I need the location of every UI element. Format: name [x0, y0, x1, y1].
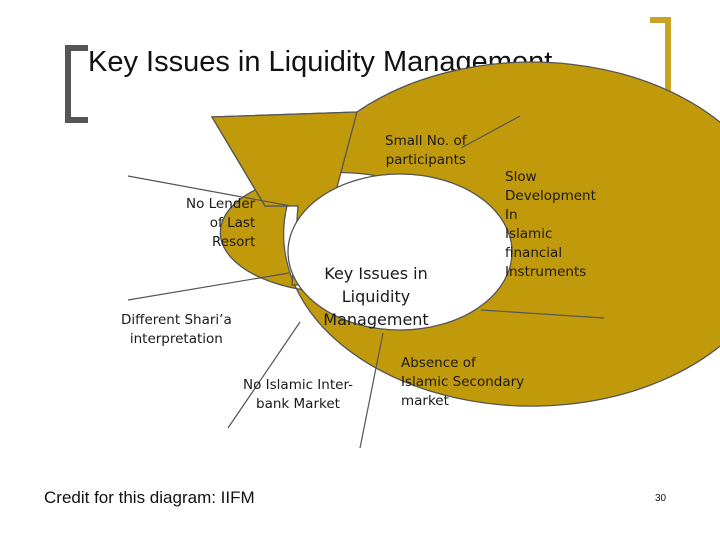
- segment-label-participants: Small No. of participants: [385, 133, 467, 168]
- page-number: 30: [655, 493, 667, 504]
- cycle-center-hole: [287, 173, 513, 331]
- divider-line: [227, 321, 301, 429]
- diagram-center-label: Key Issues in Liquidity Management: [323, 264, 429, 329]
- divider-line: [359, 332, 384, 449]
- divider-line: [127, 175, 292, 207]
- divider-line: [460, 115, 521, 149]
- segment-label-sharia-interpretation: Different Shari’a interpretation: [121, 312, 232, 347]
- divider-line: [480, 309, 605, 319]
- segment-label-slow-development: Slow Development In Islamic financial In…: [505, 169, 596, 280]
- diagram-credit: Credit for this diagram: IIFM: [44, 488, 255, 507]
- segment-label-secondary-market: Absence of Islamic Secondary market: [401, 355, 525, 409]
- left-bracket: [65, 45, 88, 123]
- segment-label-interbank-market: No Islamic Inter- bank Market: [243, 377, 353, 412]
- divider-line: [127, 272, 290, 301]
- segment-label-lender-last-resort: No Lender of Last Resort: [186, 196, 256, 250]
